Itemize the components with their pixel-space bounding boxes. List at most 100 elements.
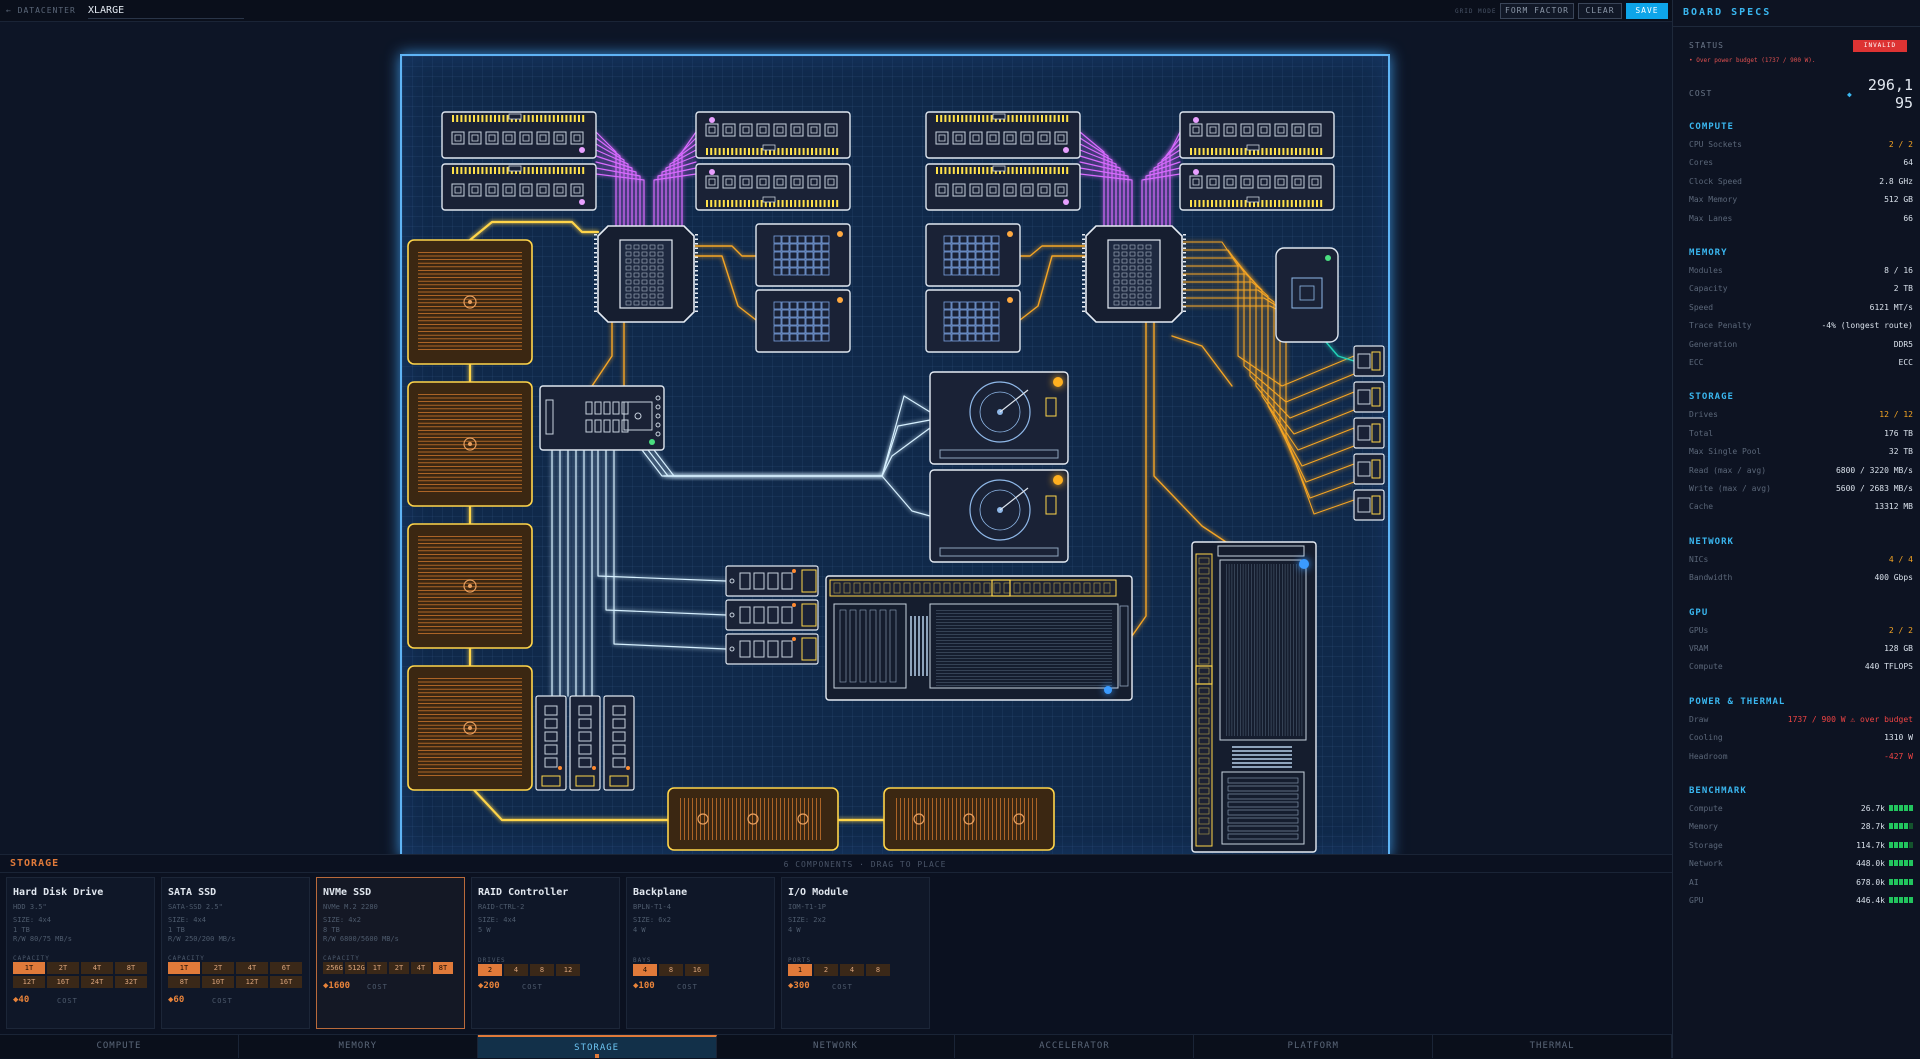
component-psu-h[interactable]: [667, 787, 839, 851]
form-factor-button[interactable]: FORM FACTOR: [1500, 3, 1574, 19]
option-chip-8T[interactable]: 8T: [115, 962, 147, 974]
option-chip-16T[interactable]: 16T: [47, 976, 79, 988]
component-cpu[interactable]: [1082, 225, 1186, 323]
component-dimm[interactable]: [441, 111, 597, 159]
component-dimm[interactable]: [1179, 163, 1335, 211]
clear-button[interactable]: CLEAR: [1578, 3, 1622, 19]
tab-thermal[interactable]: THERMAL: [1433, 1035, 1673, 1058]
component-io[interactable]: [1353, 417, 1385, 449]
board-layout[interactable]: [402, 56, 1388, 856]
option-chip-16T[interactable]: 16T: [270, 976, 302, 988]
option-chip-2T[interactable]: 2T: [389, 962, 409, 974]
component-psu[interactable]: [407, 665, 533, 791]
component-dimm[interactable]: [695, 111, 851, 159]
save-button[interactable]: SAVE: [1626, 3, 1668, 19]
component-sata[interactable]: [725, 565, 819, 597]
option-chip-1T[interactable]: 1T: [168, 962, 200, 974]
option-chip-16[interactable]: 16: [685, 964, 709, 976]
tab-network[interactable]: NETWORK: [717, 1035, 956, 1058]
option-chip-256G[interactable]: 256G: [323, 962, 343, 974]
shape: [714, 148, 717, 155]
component-gpu[interactable]: [825, 575, 1133, 701]
option-chip-2T[interactable]: 2T: [202, 962, 234, 974]
component-dimm[interactable]: [925, 111, 1081, 159]
tab-storage[interactable]: STORAGE: [477, 1035, 717, 1058]
tab-platform[interactable]: PLATFORM: [1194, 1035, 1434, 1058]
tab-compute[interactable]: COMPUTE: [0, 1035, 239, 1058]
option-chip-2[interactable]: 2: [478, 964, 502, 976]
component-cpu[interactable]: [594, 225, 698, 323]
option-chip-10T[interactable]: 10T: [202, 976, 234, 988]
component-io[interactable]: [1353, 489, 1385, 521]
tab-memory[interactable]: MEMORY: [239, 1035, 478, 1058]
option-chip-8[interactable]: 8: [530, 964, 554, 976]
option-chip-12T[interactable]: 12T: [236, 976, 268, 988]
option-chip-2[interactable]: 2: [814, 964, 838, 976]
platform-name-field[interactable]: XLARGE: [88, 5, 244, 19]
shape: [936, 673, 1112, 674]
component-io[interactable]: [1353, 381, 1385, 413]
board-components[interactable]: [407, 111, 1385, 853]
component-dimm[interactable]: [695, 163, 851, 211]
component-mem-ctrl[interactable]: [755, 223, 851, 287]
component-psu[interactable]: [407, 381, 533, 507]
shape: [418, 404, 522, 406]
component-psu-h[interactable]: [883, 787, 1055, 851]
option-chip-2T[interactable]: 2T: [47, 962, 79, 974]
component-mem-ctrl[interactable]: [925, 223, 1021, 287]
component-nvme[interactable]: [569, 695, 601, 791]
component-raid[interactable]: [539, 385, 665, 451]
component-dimm[interactable]: [1179, 111, 1335, 159]
component-psu[interactable]: [407, 523, 533, 649]
shape: [1260, 178, 1268, 186]
option-chip-24T[interactable]: 24T: [81, 976, 113, 988]
spec-value: 2.8 GHz: [1879, 177, 1913, 186]
component-io[interactable]: [1353, 453, 1385, 485]
option-chip-4[interactable]: 4: [840, 964, 864, 976]
component-dimm[interactable]: [925, 163, 1081, 211]
option-chip-8T[interactable]: 8T: [433, 962, 453, 974]
component-nvme[interactable]: [535, 695, 567, 791]
shape: [727, 148, 729, 155]
tab-accelerator[interactable]: ACCELERATOR: [955, 1035, 1195, 1058]
option-chip-4T[interactable]: 4T: [411, 962, 431, 974]
component-hdd[interactable]: [929, 371, 1069, 465]
component-mem-ctrl[interactable]: [925, 289, 1021, 353]
option-chip-6T[interactable]: 6T: [270, 962, 302, 974]
option-chip-4T[interactable]: 4T: [236, 962, 268, 974]
option-chip-12T[interactable]: 12T: [13, 976, 45, 988]
component-dimm[interactable]: [441, 163, 597, 211]
option-chip-4T[interactable]: 4T: [81, 962, 113, 974]
option-chip-8[interactable]: 8: [659, 964, 683, 976]
component-gpu-v[interactable]: [1191, 541, 1317, 853]
component-nvme[interactable]: [603, 695, 635, 791]
component-mem-ctrl[interactable]: [755, 289, 851, 353]
back-to-datacenter-link[interactable]: ← DATACENTER: [6, 6, 76, 15]
board-canvas[interactable]: [0, 22, 1672, 858]
component-nic-chip[interactable]: [1275, 247, 1339, 343]
motherboard[interactable]: [400, 54, 1390, 858]
option-chip-32T[interactable]: 32T: [115, 976, 147, 988]
grid-mode-toggle[interactable]: GRID MODE: [1455, 8, 1497, 15]
component-psu[interactable]: [407, 239, 533, 365]
option-chip-12[interactable]: 12: [556, 964, 580, 976]
option-chip-1T[interactable]: 1T: [13, 962, 45, 974]
option-chip-8[interactable]: 8: [866, 964, 890, 976]
option-chip-8T[interactable]: 8T: [168, 976, 200, 988]
option-chip-1[interactable]: 1: [788, 964, 812, 976]
option-chip-4[interactable]: 4: [633, 964, 657, 976]
option-chip-1T[interactable]: 1T: [367, 962, 387, 974]
component-hdd[interactable]: [929, 469, 1069, 563]
component-sata[interactable]: [725, 633, 819, 665]
option-chip-4[interactable]: 4: [504, 964, 528, 976]
option-chip-512G[interactable]: 512G: [345, 962, 365, 974]
component-io[interactable]: [1353, 345, 1385, 377]
component-sata[interactable]: [725, 599, 819, 631]
shape: [908, 798, 909, 840]
